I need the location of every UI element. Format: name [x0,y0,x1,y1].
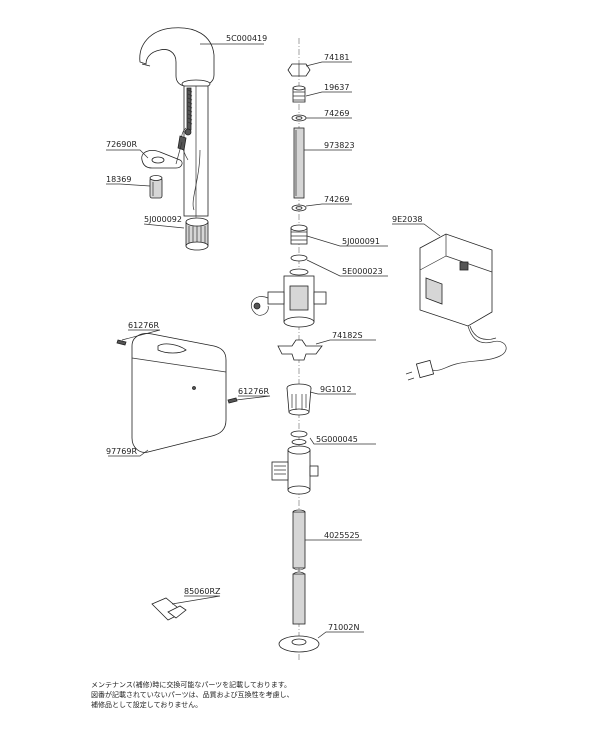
leader-lines [106,43,441,639]
label-packing-a: 74269 [324,109,349,118]
cross-holder-drawing [277,339,323,361]
label-power-box: 9E2038 [392,215,423,224]
label-cover-screw-top: 61276R [128,321,159,330]
nipple-drawing [292,85,306,103]
note-line-1: メンテナンス(補修)時に交換可能なパーツを記載しております。 [91,681,292,689]
label-packing-b: 74269 [324,195,349,204]
top-cap-drawing [287,63,311,77]
strainer-drawing [286,383,312,416]
label-spacer: 18369 [106,175,131,184]
label-spout: 5C000419 [226,34,267,43]
cover-drawing [131,333,227,453]
note-line-2: 図番が記載されていないパーツは、品質および互換性を考慮し、 [91,691,294,699]
cover-screw-side-drawing [227,397,238,404]
label-cross-holder: 74182S [332,331,363,340]
maintenance-note: メンテナンス(補修)時に交換可能なパーツを記載しております。 図番が記載されてい… [91,680,421,710]
union-nut-drawing [290,224,308,245]
label-valve-body: 5E000023 [342,267,383,276]
packing-b-drawing [291,204,307,212]
label-cover: 97769R [106,447,137,456]
mount-nut-drawing [185,217,209,251]
label-clamp-bracket: 72690R [106,140,137,149]
note-line-3: 補修品として設定しておりません。 [91,701,203,709]
o-ring-drawing [290,254,308,262]
label-cover-screw-side: 61276R [238,387,269,396]
clamp-bracket-drawing [141,135,187,169]
label-flange: 71002N [328,623,359,632]
label-mount-nut: 5J000092 [144,215,182,224]
valve-body-drawing [251,268,327,328]
label-nipple: 19637 [324,83,349,92]
label-top-cap: 74181 [324,53,349,62]
shaft-drawing [293,127,305,199]
flange-drawing [278,635,320,653]
label-union-nut: 5J000091 [342,237,380,246]
label-stop-valve: 5G000045 [316,435,358,444]
label-key: 85060RZ [184,587,221,596]
label-supply-pipe: 4025525 [324,531,360,540]
spacer-drawing [149,175,163,199]
cover-screw-top-drawing [116,339,127,346]
supply-pipe-drawing [292,509,306,625]
packing-a-drawing [291,114,307,122]
spout-drawing [139,27,215,217]
stop-valve-drawing [271,430,319,495]
power-box-drawing [405,233,507,381]
label-shaft: 973823 [324,141,355,150]
key-drawing [151,597,187,621]
label-strainer: 9G1012 [320,385,352,394]
